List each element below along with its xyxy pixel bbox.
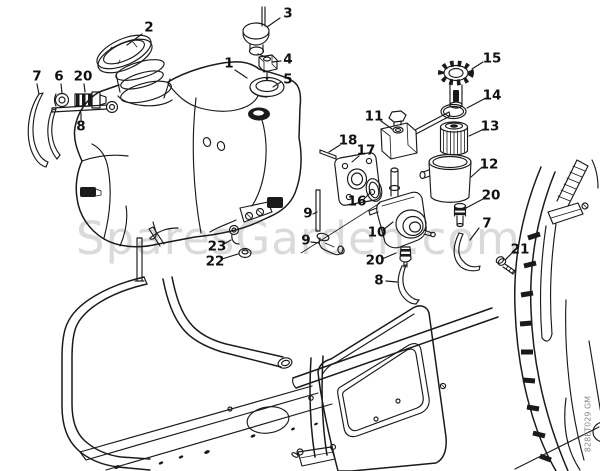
leader-line (469, 227, 480, 241)
callout-15: 15 (482, 50, 502, 67)
screw-and-buffer-drawing (228, 224, 252, 259)
callout-18: 18 (338, 132, 358, 149)
leader-line (385, 280, 398, 283)
callout-20: 20 (481, 187, 501, 204)
leader-line (468, 129, 483, 137)
leader-line (310, 241, 320, 244)
cap-retainer-drawing (242, 6, 285, 98)
leader-line (381, 252, 397, 260)
leader-line (466, 98, 485, 109)
leader-line (83, 83, 86, 93)
callout-9: 9 (303, 205, 313, 222)
callout-22: 22 (205, 253, 225, 270)
callout-5: 5 (283, 71, 293, 88)
leader-line (60, 83, 63, 94)
leader-line (271, 60, 282, 63)
leader-line (504, 252, 513, 261)
callout-8: 8 (76, 118, 86, 135)
callout-10: 10 (367, 224, 387, 241)
leader-line (312, 211, 318, 215)
callout-9: 9 (301, 232, 311, 249)
callout-23: 23 (207, 238, 227, 255)
callout-2: 2 (144, 19, 154, 36)
callout-20: 20 (73, 68, 93, 85)
leader-line (234, 69, 248, 79)
tank-left-fitting (80, 187, 96, 197)
leader-line (471, 61, 484, 70)
leader-line (470, 167, 482, 178)
callout-4: 4 (283, 51, 293, 68)
back-panel-drawing (317, 305, 447, 471)
callout-7: 7 (32, 68, 42, 85)
callout-8: 8 (374, 272, 384, 289)
leader-line (126, 33, 143, 46)
tank-cap-drawing (96, 34, 153, 74)
leader-line (328, 144, 341, 153)
callout-13: 13 (480, 118, 500, 135)
callout-12: 12 (479, 156, 499, 173)
leader-line (266, 17, 281, 28)
leader-line (351, 155, 360, 163)
callout-17: 17 (356, 142, 376, 159)
callout-14: 14 (482, 87, 502, 104)
callout-7: 7 (482, 215, 492, 232)
fuel-tank-drawing (73, 59, 302, 248)
callout-11: 11 (364, 108, 384, 125)
leader-line (382, 221, 394, 231)
image-code: 828ET029 GM (583, 395, 593, 453)
callout-1: 1 (224, 55, 234, 72)
callout-21: 21 (510, 241, 530, 258)
leader-line (363, 191, 372, 200)
callout-16: 16 (347, 193, 367, 210)
callout-3: 3 (283, 5, 293, 22)
leader-line (380, 120, 393, 130)
pump-assembly-drawing (300, 110, 451, 305)
leader-line (465, 198, 484, 209)
leader-line (221, 253, 239, 260)
callout-20: 20 (365, 252, 385, 269)
blower-housing-drawing (513, 159, 600, 471)
tank-right-fitting (267, 197, 283, 208)
filter-assembly-drawing (419, 60, 516, 275)
leader-line (223, 239, 232, 245)
callout-6: 6 (54, 68, 64, 85)
leader-line (272, 81, 282, 88)
leader-line (36, 83, 40, 95)
leader-lines (36, 17, 513, 283)
left-hoses-drawing (27, 91, 108, 168)
